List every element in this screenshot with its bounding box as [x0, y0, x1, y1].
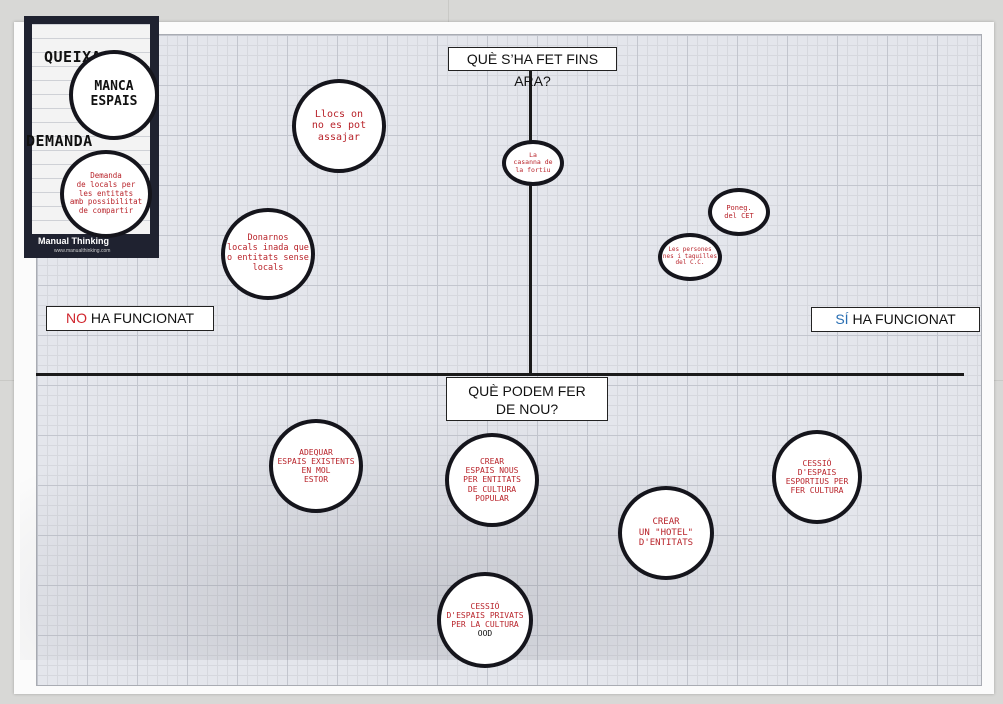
horizontal-axis: [36, 373, 964, 376]
axis-label-bottom: QUÈ PODEM FER DE NOU?: [446, 377, 608, 421]
note-complaint: MANCA ESPAIS: [69, 50, 159, 140]
note-persones: Les persones nes i taquilles del C.C.: [658, 233, 722, 281]
axis-label-right: SÍ HA FUNCIONAT: [811, 307, 980, 332]
note-demand: Demanda de locals per les entitats amb p…: [60, 150, 152, 238]
note-donarnos: Donarnos locals inada que o entitats sen…: [221, 208, 315, 300]
vertical-axis: [529, 68, 532, 374]
brand-logo-text: Manual Thinking: [38, 236, 109, 246]
axis-label-top: QUÈ S’HA FET FINS ARA?: [448, 47, 617, 89]
grid-paper: [36, 34, 982, 686]
note-crear-espais: CREAR ESPAIS NOUS PER ENTITATS DE CULTUR…: [445, 433, 539, 527]
note-cessio-privats: CESSIÓ D'ESPAIS PRIVATS PER LA CULTURA O…: [437, 572, 533, 668]
note-hotel: CREAR UN "HOTEL" D'ENTITATS: [618, 486, 714, 580]
note-llocs: Llocs on no es pot assajar: [292, 79, 386, 173]
brand-url: www.manualthinking.com: [54, 248, 111, 254]
note-pones: Poneg. del CET: [708, 188, 770, 236]
note-casanova: La casanna de la fortiu: [502, 140, 564, 186]
demand-label: DEMANDA: [26, 132, 93, 150]
note-cessio-espais: CESSIÓ D'ESPAIS ESPORTIUS PER FER CULTUR…: [772, 430, 862, 524]
axis-label-left: NO HA FUNCIONAT: [46, 306, 214, 331]
note-adequar: ADEQUAR ESPAIS EXISTENTS EN MOL ESTOR: [269, 419, 363, 513]
